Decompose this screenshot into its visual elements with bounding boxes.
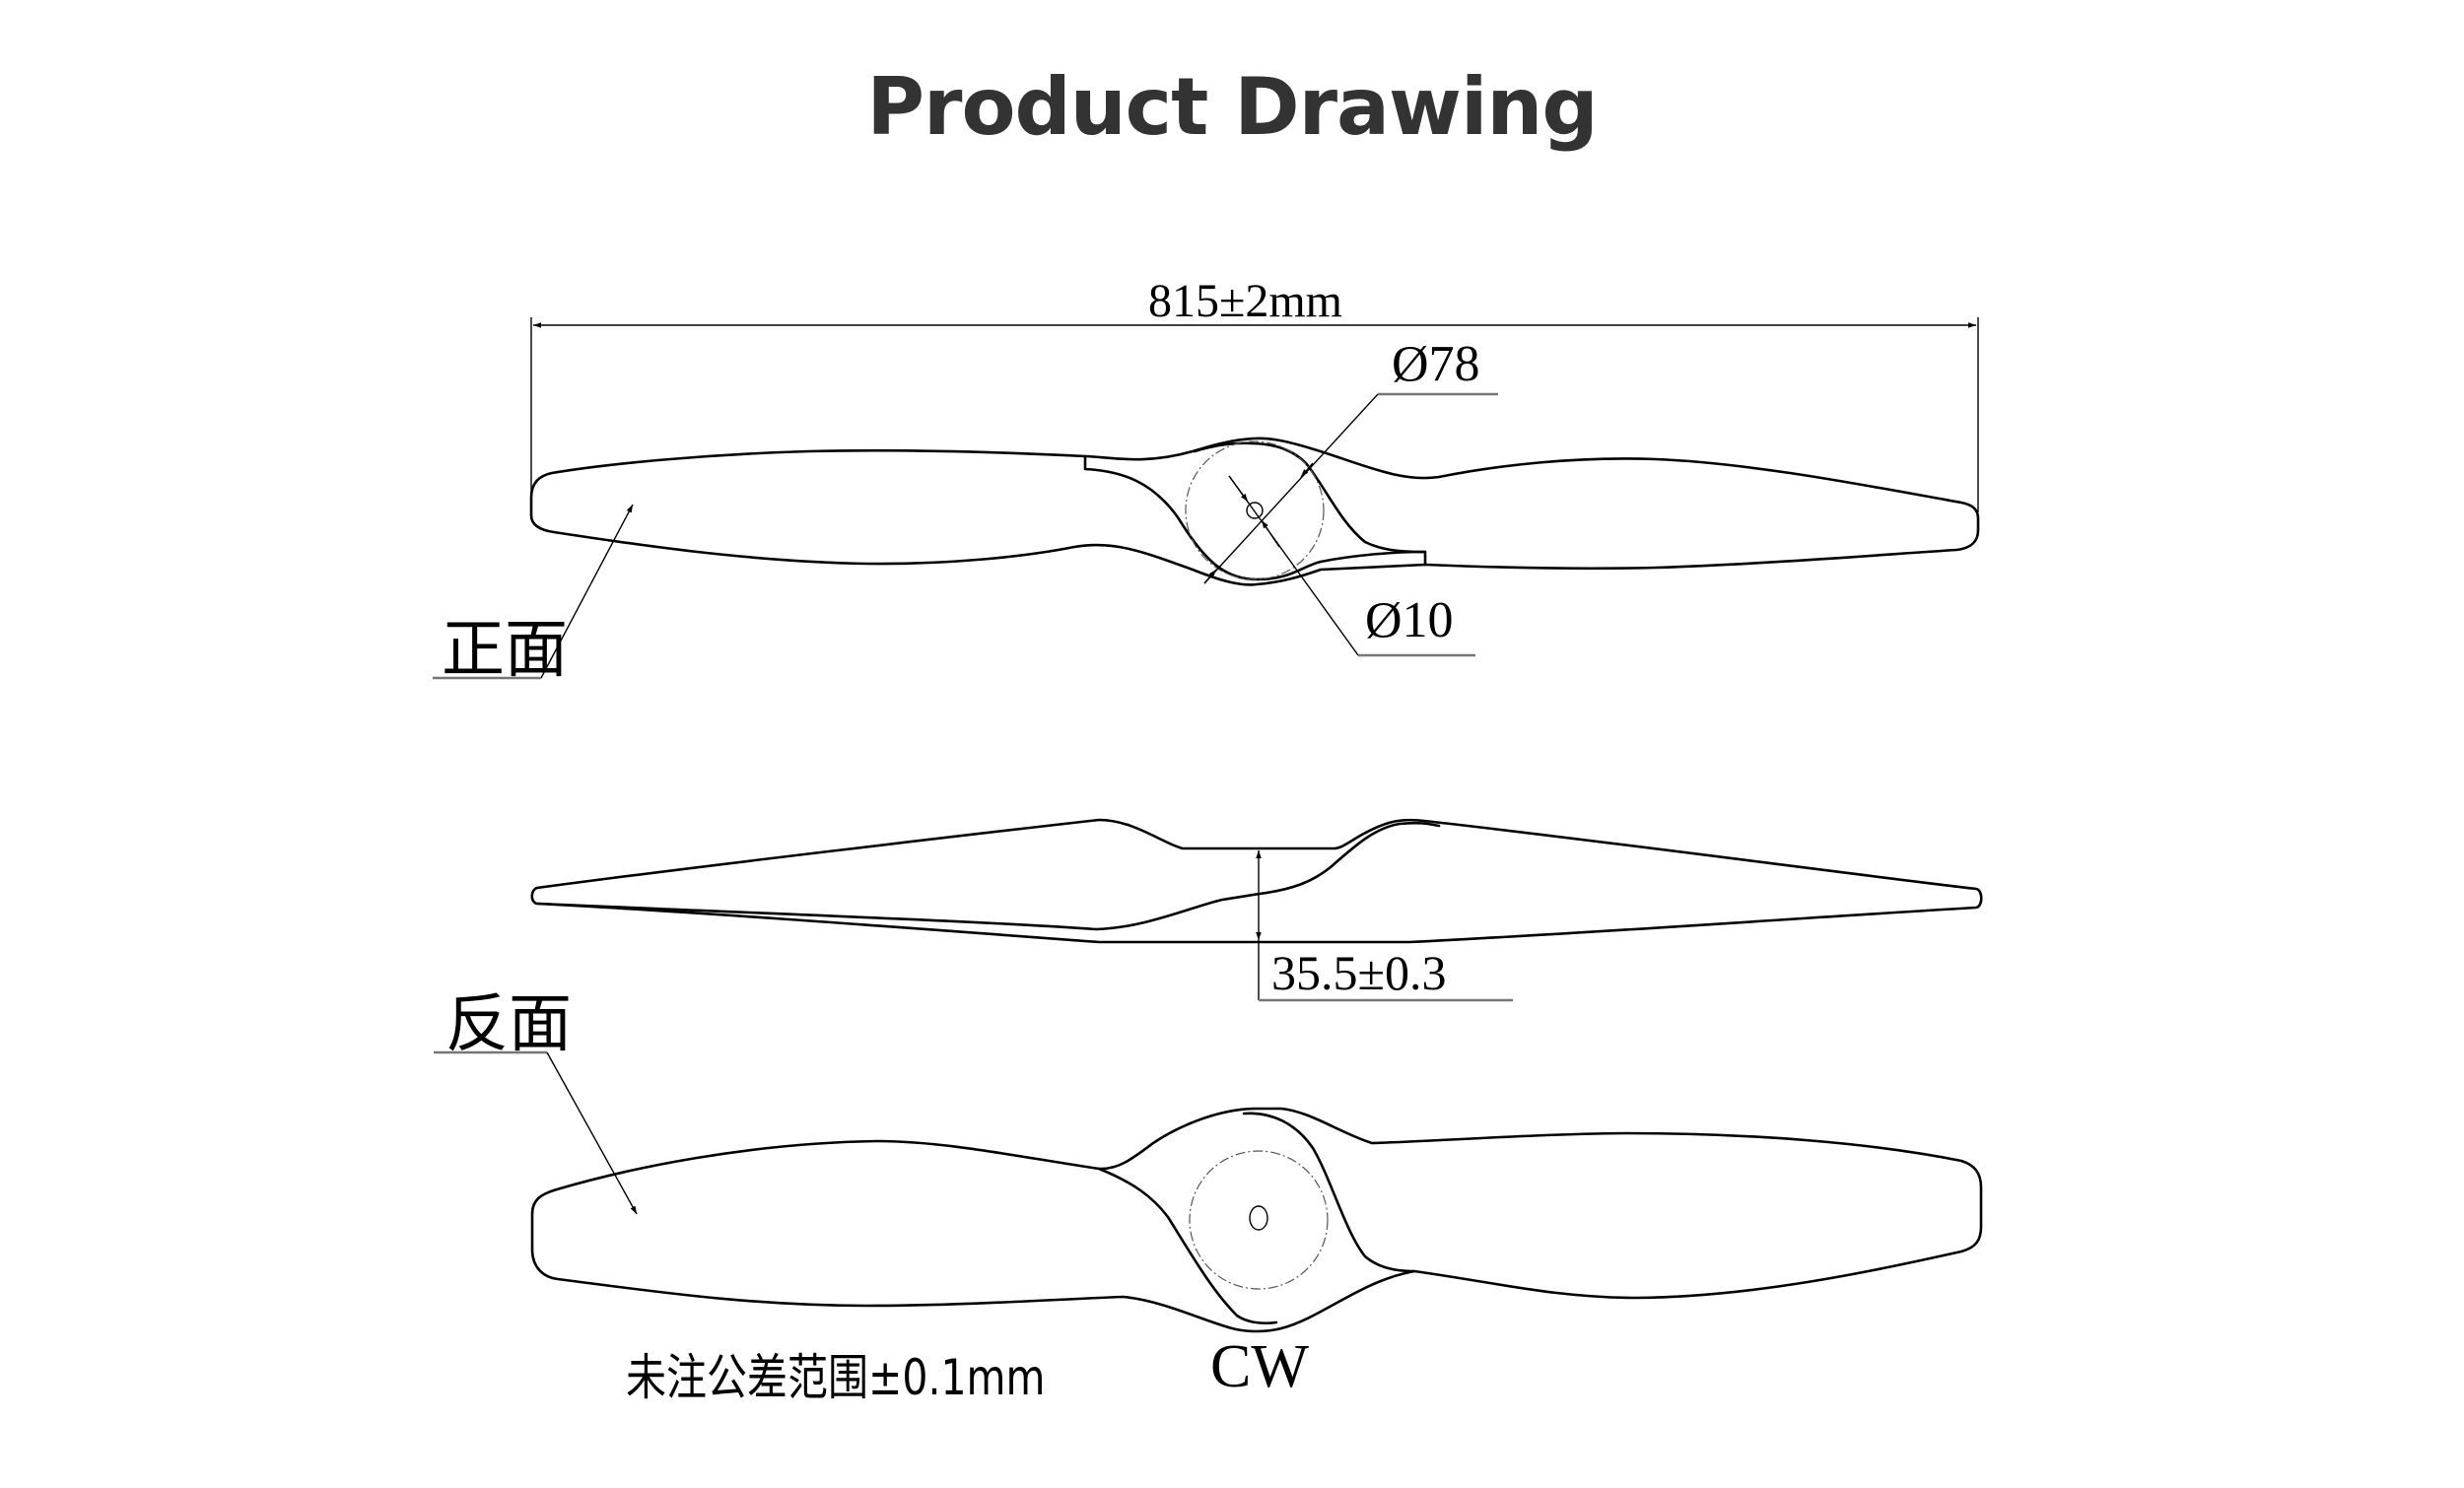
back-label-leader — [546, 1051, 638, 1215]
rotation-direction: CW — [1210, 1333, 1309, 1400]
side-view — [530, 818, 1983, 1002]
bore-diameter-label: Ø10 — [1365, 592, 1454, 648]
back-inner-right — [1242, 1112, 1416, 1273]
bore-circle — [1246, 502, 1264, 519]
back-outline — [530, 1107, 1983, 1333]
thickness-label: 35.5±0.3 — [1271, 945, 1447, 1000]
back-bore — [1249, 1205, 1268, 1231]
side-profile-upper — [530, 818, 1983, 944]
front-hub-inner — [1083, 454, 1427, 581]
overall-length-label: 815±2mm — [1148, 275, 1343, 327]
side-profile-inner-left — [536, 891, 1268, 931]
back-inner-left — [1097, 1167, 1278, 1325]
side-profile-inner-right — [1265, 821, 1441, 895]
back-face-label: 反面 — [445, 988, 572, 1061]
back-view — [434, 1050, 1983, 1333]
hub-diameter-dimension-line — [1203, 393, 1379, 584]
tolerance-note: 未注公差范围±0.1mm — [626, 1349, 1046, 1406]
hub-circle — [1185, 440, 1325, 580]
front-right-blade — [1083, 437, 1980, 571]
front-face-label: 正面 — [442, 614, 568, 687]
bore-dimension-line — [1228, 475, 1359, 656]
back-hub-circle — [1189, 1150, 1329, 1290]
front-hub-inner-2 — [1193, 441, 1427, 554]
page-title: Product Drawing — [866, 61, 1598, 153]
front-label-leader — [540, 504, 634, 679]
hub-diameter-label: Ø78 — [1392, 336, 1480, 392]
front-view — [433, 317, 1980, 680]
front-left-blade — [529, 448, 1427, 586]
